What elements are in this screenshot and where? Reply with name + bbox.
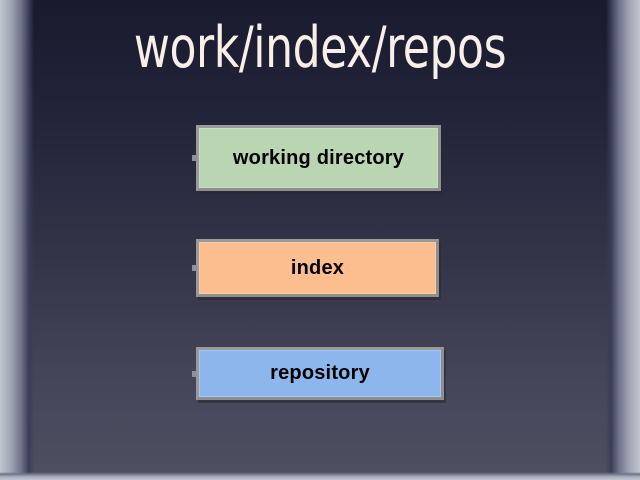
diagram-node-label: working directory bbox=[232, 146, 405, 169]
node-left-tick-repository bbox=[192, 370, 197, 377]
node-left-tick-working-directory bbox=[192, 155, 197, 161]
slide-left-bevel bbox=[0, 0, 34, 480]
slide-title: work/index/repos bbox=[133, 15, 507, 81]
diagram-node-label: index bbox=[290, 256, 345, 279]
node-left-tick-index bbox=[192, 265, 197, 271]
diagram-node-repository[interactable]: repository bbox=[192, 347, 444, 400]
diagram-node-label: repository bbox=[270, 362, 370, 384]
slide-right-bevel bbox=[606, 0, 640, 480]
diagram-node-index[interactable]: index bbox=[192, 239, 439, 297]
slide-bottom-bevel bbox=[0, 472, 640, 480]
diagram-node-working-directory[interactable]: working directory bbox=[192, 125, 441, 191]
